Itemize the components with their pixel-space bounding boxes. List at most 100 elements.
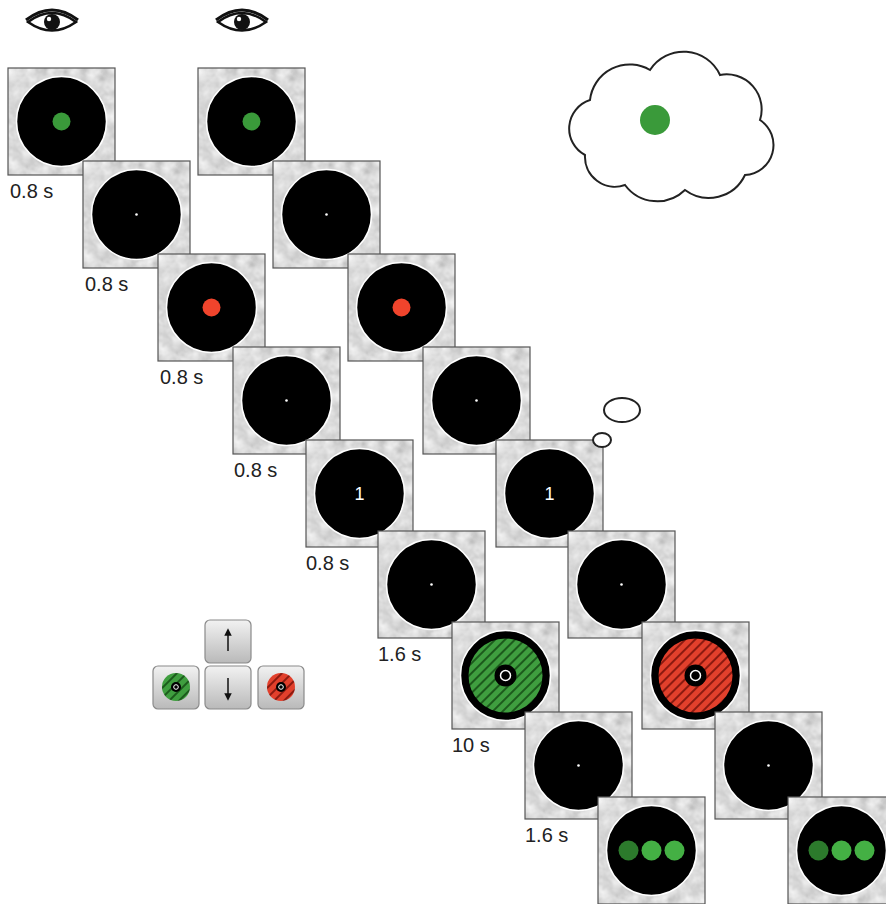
display-aperture: [797, 806, 886, 896]
display-aperture: [315, 449, 405, 539]
red-cue-dot: [203, 299, 221, 317]
screen-border: [198, 68, 305, 175]
display-aperture: [207, 77, 297, 167]
noise-texture: [598, 797, 705, 904]
rating-dot: [809, 841, 829, 861]
duration-label: 10 s: [452, 734, 490, 756]
cloud-outline: [569, 52, 773, 202]
eye-iris: [234, 14, 250, 30]
display-aperture: [282, 170, 372, 260]
stimulus-screen: [83, 161, 190, 268]
display-aperture: [577, 540, 667, 630]
rating-dot: [619, 841, 639, 861]
eye-icon: [26, 10, 78, 31]
stimulus-screen: [158, 254, 265, 361]
rating-dot: [832, 841, 852, 861]
screen-border: [273, 161, 380, 268]
duration-label: 0.8 s: [10, 180, 53, 202]
keyboard-key: [205, 666, 251, 709]
key-cap: [258, 666, 304, 709]
display-aperture: [607, 806, 697, 896]
display-aperture: [387, 540, 477, 630]
striped-grating: [469, 639, 543, 713]
screen-border: [233, 347, 340, 454]
keyboard-key: [153, 666, 199, 709]
noise-texture: [158, 254, 265, 361]
key-cap: [205, 666, 251, 709]
duration-label: 0.8 s: [85, 273, 128, 295]
rating-dot: [665, 841, 685, 861]
stimulus-screen: [8, 68, 115, 175]
display-aperture: [461, 631, 551, 721]
stimulus-screen: [348, 254, 455, 361]
screen-border: [788, 797, 886, 904]
key-grating-center: [276, 682, 286, 692]
grating-center: [495, 665, 517, 687]
display-aperture: [17, 77, 107, 167]
fixation-point: [767, 764, 770, 767]
fixation-point: [430, 583, 433, 586]
key-fixation-ring: [174, 685, 179, 690]
duration-label: 0.8 s: [234, 459, 277, 481]
display-aperture: [651, 631, 741, 721]
noise-texture: [788, 797, 886, 904]
eye-highlight: [237, 17, 241, 21]
fixation-point: [135, 213, 138, 216]
eye-icon: [216, 10, 268, 31]
key-arrow: [227, 632, 229, 651]
thought-bubble: [593, 433, 611, 447]
count-number: 1: [354, 485, 364, 503]
keyboard-key: [258, 666, 304, 709]
display-aperture: [242, 356, 332, 446]
red-cue-dot: [393, 299, 411, 317]
screen-border: [598, 797, 705, 904]
stimulus-screen: [233, 347, 340, 454]
screen-border: [348, 254, 455, 361]
thought-cloud: [569, 52, 773, 447]
eye-iris: [44, 14, 60, 30]
screen-background: [8, 68, 115, 175]
thought-bubble: [604, 398, 640, 422]
duration-label: 1.6 s: [525, 824, 568, 846]
screen-background: [233, 347, 340, 454]
key-grating: [267, 673, 295, 701]
display-aperture: [92, 170, 182, 260]
screen-background: [423, 347, 530, 454]
keyboard-key: [205, 620, 251, 663]
key-grating-center: [171, 682, 181, 692]
display-aperture: [167, 263, 257, 353]
noise-texture: [273, 161, 380, 268]
screen-border: [158, 254, 265, 361]
count-screen: 1: [496, 440, 603, 547]
stimulus-screen: [788, 797, 886, 904]
key-cap: [153, 666, 199, 709]
fixation-point: [325, 213, 328, 216]
screen-background: [273, 161, 380, 268]
fixation-point: [475, 399, 478, 402]
display-aperture: [357, 263, 447, 353]
fixation-point: [577, 764, 580, 767]
noise-texture: [423, 347, 530, 454]
duration-label: 0.8 s: [160, 366, 203, 388]
fixation-point: [620, 583, 623, 586]
count-number: 1: [544, 485, 554, 503]
display-aperture: [432, 356, 522, 446]
key-arrow: [227, 678, 229, 697]
stimulus-screen: [598, 797, 705, 904]
key-grating: [162, 673, 190, 701]
stimulus-screen: [423, 347, 530, 454]
stimulus-screen: [198, 68, 305, 175]
rating-dot: [855, 841, 875, 861]
grating-center: [685, 665, 707, 687]
count-screen: 1: [306, 440, 413, 547]
noise-texture: [83, 161, 190, 268]
duration-label: 1.6 s: [378, 643, 421, 665]
screen-border: [423, 347, 530, 454]
screen-background: [348, 254, 455, 361]
screen-background: [598, 797, 705, 904]
duration-label: 0.8 s: [306, 552, 349, 574]
screen-border: [8, 68, 115, 175]
key-fixation-ring: [279, 685, 284, 690]
